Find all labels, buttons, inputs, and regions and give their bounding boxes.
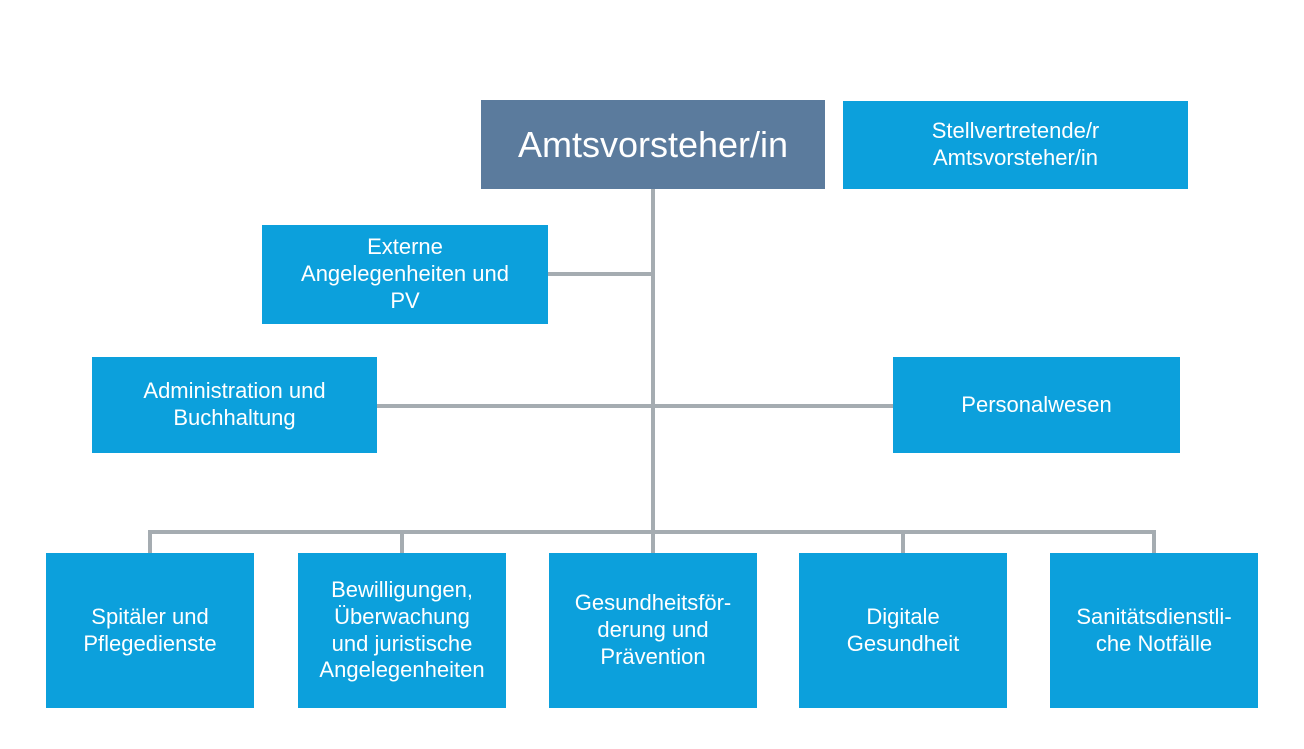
org-node-administration: Administration und Buchhaltung bbox=[92, 357, 377, 453]
connector-drop-gesundheitsfoerderung bbox=[651, 530, 655, 554]
connector-externe-horizontal bbox=[548, 272, 653, 276]
connector-drop-sanitaetsdienstliche bbox=[1152, 530, 1156, 554]
connector-trunk-vertical bbox=[651, 189, 655, 534]
connector-drop-digitale-gesundheit bbox=[901, 530, 905, 554]
connector-drop-bewilligungen bbox=[400, 530, 404, 554]
connector-admin-personal-horizontal bbox=[377, 404, 893, 408]
org-node-stellvertreter: Stellvertretende/r Amtsvorsteher/in bbox=[843, 101, 1188, 189]
org-node-sanitaetsdienstliche: Sanitätsdienstli- che Notfälle bbox=[1050, 553, 1258, 708]
org-node-administration-label: Administration und Buchhaltung bbox=[143, 378, 326, 430]
connector-drop-spitaeler bbox=[148, 530, 152, 554]
org-node-spitaeler: Spitäler und Pflegedienste bbox=[46, 553, 254, 708]
org-node-externe: Externe Angelegenheiten und PV bbox=[262, 225, 548, 324]
org-node-bewilligungen: Bewilligungen, Überwachung und juristisc… bbox=[298, 553, 506, 708]
org-node-personalwesen-label: Personalwesen bbox=[961, 391, 1112, 417]
org-node-digitale-gesundheit: Digitale Gesundheit bbox=[799, 553, 1007, 708]
org-node-externe-label: Externe Angelegenheiten und PV bbox=[301, 234, 509, 313]
org-node-digitale-gesundheit-label: Digitale Gesundheit bbox=[846, 603, 960, 656]
org-node-personalwesen: Personalwesen bbox=[893, 357, 1180, 453]
org-node-gesundheitsfoerderung: Gesundheitsför- derung und Prävention bbox=[549, 553, 757, 708]
org-node-bewilligungen-label: Bewilligungen, Überwachung und juristisc… bbox=[319, 576, 485, 683]
org-node-amtsvorsteher: Amtsvorsteher/in bbox=[481, 100, 825, 189]
org-node-spitaeler-label: Spitäler und Pflegedienste bbox=[83, 603, 217, 656]
org-node-amtsvorsteher-label: Amtsvorsteher/in bbox=[517, 123, 789, 165]
org-node-sanitaetsdienstliche-label: Sanitätsdienstli- che Notfälle bbox=[1076, 603, 1232, 656]
org-node-stellvertreter-label: Stellvertretende/r Amtsvorsteher/in bbox=[931, 118, 1100, 170]
org-node-gesundheitsfoerderung-label: Gesundheitsför- derung und Prävention bbox=[574, 590, 732, 669]
